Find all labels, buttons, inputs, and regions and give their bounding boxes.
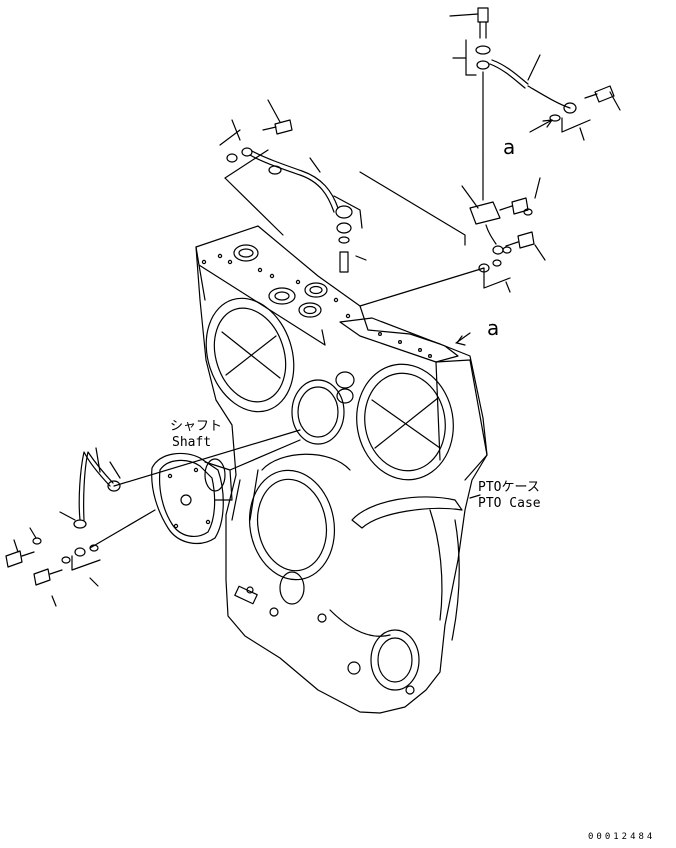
pto-case-box — [339, 317, 488, 481]
top-plate-ports — [201, 244, 351, 319]
callout-a-upper: a — [503, 135, 516, 159]
document-id: 00012484 — [588, 832, 656, 842]
upper-right-pipe-assembly — [449, 7, 621, 161]
flywheel-housing — [195, 225, 488, 714]
pto-case-label-en: PTO Case — [478, 496, 541, 511]
shaft-label-jp: シャフト — [170, 419, 223, 434]
right-fitting-assembly — [359, 159, 546, 307]
shaft-assembly — [5, 429, 301, 607]
upper-middle-pipe-assembly — [219, 99, 466, 273]
shaft-label-en: Shaft — [172, 435, 212, 450]
pto-case-label-jp: PTOケース — [478, 480, 540, 495]
callout-a-lower: a — [487, 316, 500, 340]
label-leaders — [455, 332, 481, 499]
